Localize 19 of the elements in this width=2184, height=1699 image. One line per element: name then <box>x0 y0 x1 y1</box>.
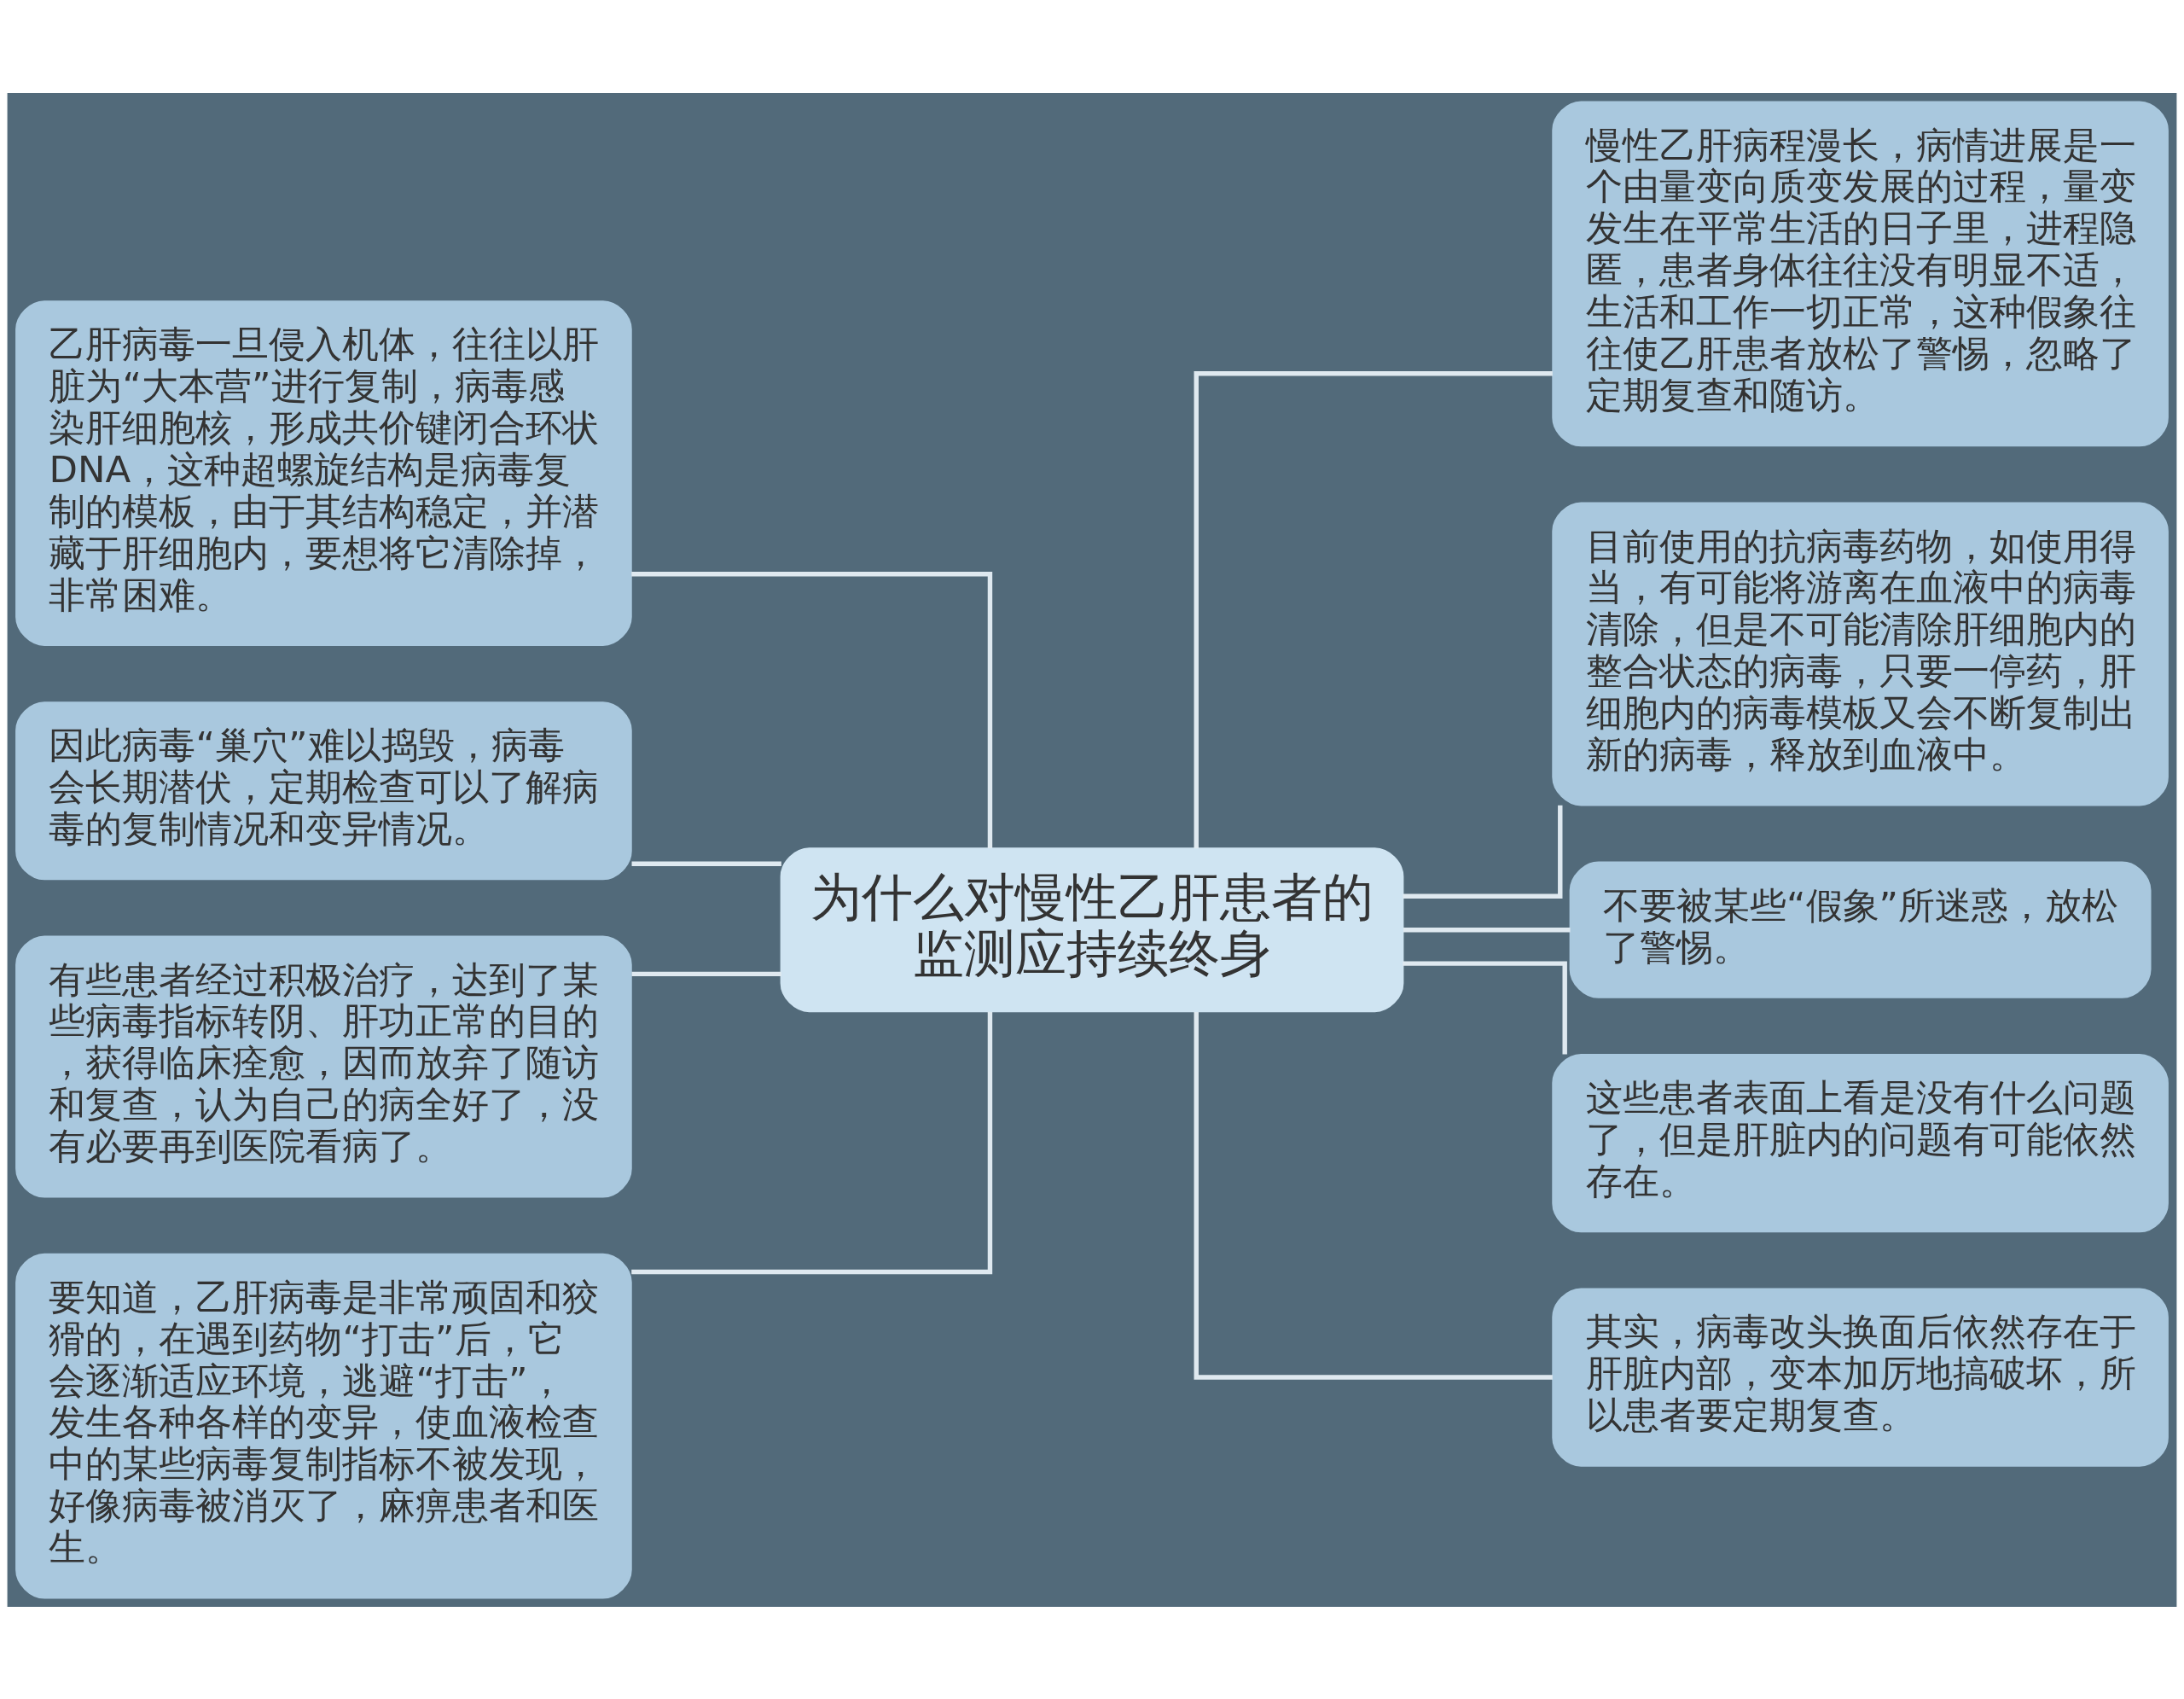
node-box: 因此病毒“巢穴”难以捣毁，病毒会长期潜伏，定期检查可以了解病毒的复制情况和变异情况。 <box>15 701 632 880</box>
connector <box>1403 960 1567 1055</box>
connector <box>1194 370 1553 848</box>
node-box: 有些患者经过积极治疗，达到了某些病毒指标转阴、肝功正常的目的，获得临床痊愈，因而放弃了随访和复查，认为自己的病全好了，没有必要再到医院看病了。 <box>15 935 632 1197</box>
node-box: 要知道，乙肝病毒是非常顽固和狡猾的，在遇到药物“打击”后，它会逐渐适应环境，逃避“打击”，发生各种各样的变异，使血液检查中的某些病毒复制指标不被发现，好像病毒被消灭了，麻痹患者和医生。 <box>15 1253 632 1598</box>
node-box: 目前使用的抗病毒药物，如使用得当，有可能将游离在血液中的病毒清除，但是不可能清除肝细胞内的整合状态的病毒，只要一停药，肝细胞内的病毒模板又会不断复制出新的病毒，释放到血液中。 <box>1552 502 2169 806</box>
connector <box>1403 805 1563 899</box>
node-box: 慢性乙肝病程漫长，病情进展是一个由量变向质变发展的过程，量变发生在平常生活的日子里，进程隐匿，患者身体往往没有明显不适，生活和工作一切正常，这种假象往往使乙肝患者放松了警惕，忽略了定期复查和随访。 <box>1552 101 2169 446</box>
node-box: 不要被某些“假象”所迷惑，放松了警惕。 <box>1569 861 2152 998</box>
node-box: 其实，病毒改头换面后依然存在于肝脏内部，变本加厉地搞破坏，所以患者要定期复查。 <box>1552 1287 2169 1467</box>
node-box: 这些患者表面上看是没有什么问题了，但是肝脏内的问题有可能依然存在。 <box>1552 1053 2169 1232</box>
node-box: 为什么对慢性乙肝患者的监测应持续终身 <box>780 847 1404 1012</box>
connector <box>1403 927 1571 932</box>
connector <box>631 861 781 866</box>
connector <box>1194 1011 1553 1380</box>
connector <box>631 571 993 848</box>
connector <box>631 971 781 976</box>
node-box: 乙肝病毒一旦侵入机体，往往以肝脏为“大本营”进行复制，病毒感染肝细胞核，形成共价键闭合环状DNA，这种超螺旋结构是病毒复制的模板，由于其结构稳定，并潜藏于肝细胞内，要想将它清除掉，非常困难。 <box>15 300 632 646</box>
connector <box>631 1011 993 1274</box>
